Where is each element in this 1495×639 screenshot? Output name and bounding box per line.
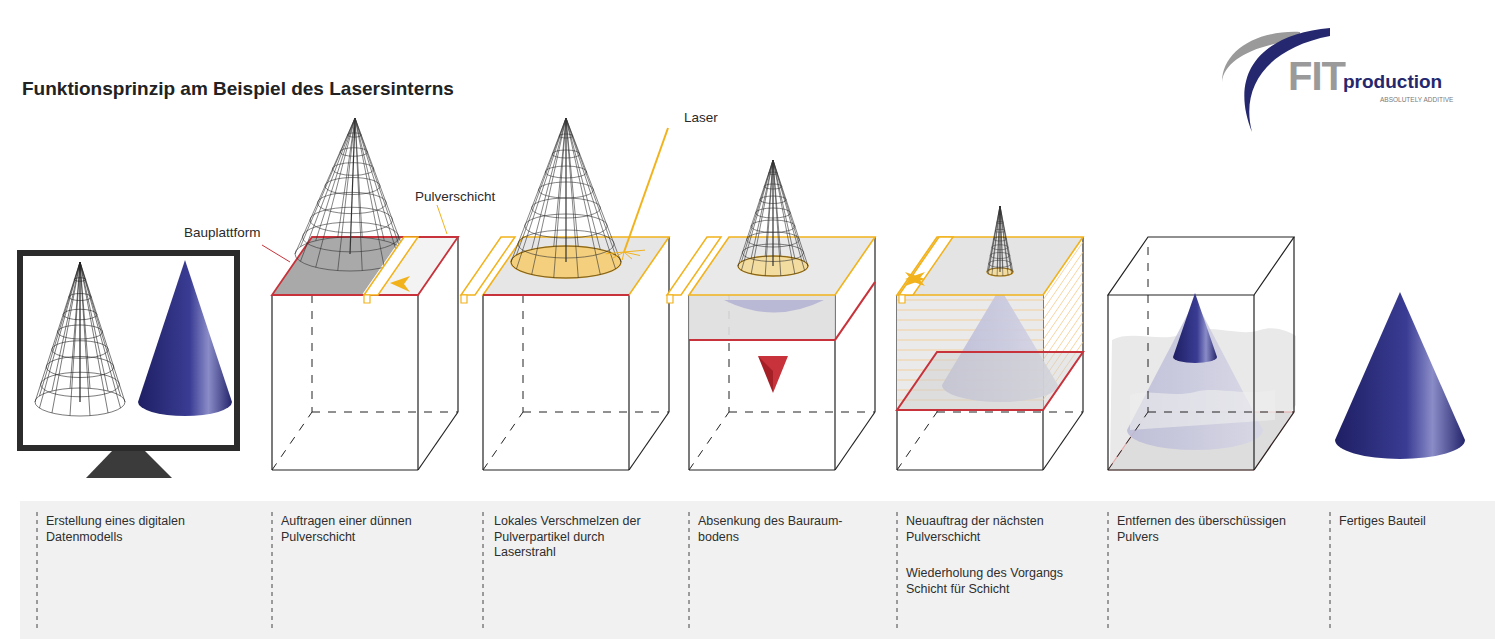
logo-tagline: ABSOLUTELY ADDITIVE (1380, 96, 1453, 104)
monitor-stand (86, 451, 172, 478)
layer-line (897, 320, 1043, 321)
hidden-edge (523, 412, 669, 413)
laser-beam (624, 128, 668, 252)
separator (1330, 512, 1331, 632)
cone-axis (565, 118, 566, 262)
hidden-edge (1148, 247, 1149, 412)
direction-arrow (390, 276, 410, 292)
cube-edge (417, 295, 418, 470)
cube-edge (418, 412, 458, 470)
loose-powder (1130, 390, 1275, 430)
layer-line (897, 300, 1043, 301)
monitor (20, 253, 237, 448)
step-caption: Erstellung eines digitalen Datenmodells (46, 514, 216, 545)
cube-edge (482, 295, 483, 470)
laser-spark (624, 250, 645, 252)
step-caption: Wiederholung des Vorgangs Schicht für Sc… (906, 566, 1091, 597)
cube-edge (689, 469, 835, 470)
step-caption: Neuauftrag der nächsten Pulverschicht (906, 514, 1081, 545)
recoater (899, 237, 953, 295)
separator (37, 512, 38, 632)
cone-solid (1173, 293, 1217, 363)
cube-top (1108, 237, 1294, 295)
hidden-edge (729, 412, 875, 413)
separator (897, 512, 898, 632)
powder-layer (362, 237, 458, 295)
cube-edge (271, 295, 272, 470)
cube-edge (668, 237, 669, 412)
hidden-edge (897, 412, 937, 470)
build-platform-outline (272, 237, 458, 295)
sintered-part (724, 300, 824, 313)
cube-edge (1108, 469, 1254, 470)
lowered-platform (835, 282, 875, 340)
cone-axis (79, 262, 80, 402)
cone-solid (1335, 292, 1465, 459)
recoater (667, 237, 721, 295)
cube-edge (628, 295, 629, 470)
cube-edge (629, 412, 669, 470)
platform-edge (483, 294, 629, 296)
cube-edge (1253, 295, 1254, 470)
caption-band (20, 501, 1495, 639)
cube-edge (272, 469, 418, 470)
step-caption: Fertiges Bauteil (1339, 514, 1479, 530)
part-label: Pulverschicht (415, 189, 495, 206)
logo-text: production (1343, 70, 1442, 94)
laser-spark (624, 252, 632, 259)
recoater (364, 237, 418, 295)
logo-text: FIT (1288, 51, 1345, 101)
hidden-edge (937, 412, 1083, 413)
cone-axis (1000, 206, 1001, 272)
step-caption: Auftragen einer dünnen Pulverschicht (281, 514, 451, 545)
direction-arrow (905, 272, 925, 286)
cube-edge (897, 469, 1043, 470)
cone-axis (350, 118, 355, 254)
hidden-edge (483, 412, 523, 470)
separator (1108, 512, 1109, 632)
recoater (899, 295, 905, 303)
leader-line (437, 205, 447, 234)
down-arrow (758, 356, 788, 393)
hidden-edge (1108, 412, 1148, 470)
laser-spark (606, 252, 624, 254)
powder-layer (689, 237, 875, 295)
powder-layer (897, 237, 1083, 295)
step-caption: Absenkung des Bauraum- bodens (698, 514, 848, 545)
hidden-edge (312, 412, 458, 413)
cube-edge (457, 237, 458, 412)
cone-solid (138, 260, 232, 416)
separator (689, 512, 690, 632)
leader-line (262, 245, 290, 262)
cube-edge (835, 412, 875, 470)
direction-arrow (905, 272, 925, 286)
recoater (364, 295, 370, 303)
recoater (461, 237, 515, 295)
part-label: Bauplattform (184, 225, 261, 242)
recoater (461, 295, 467, 303)
cube-edge (1293, 237, 1294, 412)
step-caption: Lokales Verschmelzen der Pulverpartikel … (494, 514, 669, 561)
cube-edge (874, 237, 875, 412)
cube-edge (1254, 412, 1294, 470)
recoater (667, 295, 673, 303)
hidden-edge (689, 412, 729, 470)
part-label: Laser (684, 110, 718, 127)
cube-edge (483, 469, 629, 470)
diagram-title: Funktionsprinzip am Beispiel des Lasersi… (22, 77, 454, 101)
separator (272, 512, 273, 632)
down-arrow (758, 356, 773, 393)
hidden-edge (272, 412, 312, 470)
layer-line (897, 310, 1043, 311)
separator (483, 512, 484, 632)
lowered-platform (897, 352, 1083, 410)
cube-edge (1043, 412, 1083, 470)
step-caption: Entfernen des überschüssigen Pulvers (1117, 514, 1322, 545)
cone-axis (772, 160, 773, 266)
powder-bed (689, 295, 835, 340)
cube-edge (1107, 295, 1108, 470)
lowered-platform (689, 339, 835, 341)
hidden-edge (1148, 412, 1294, 413)
